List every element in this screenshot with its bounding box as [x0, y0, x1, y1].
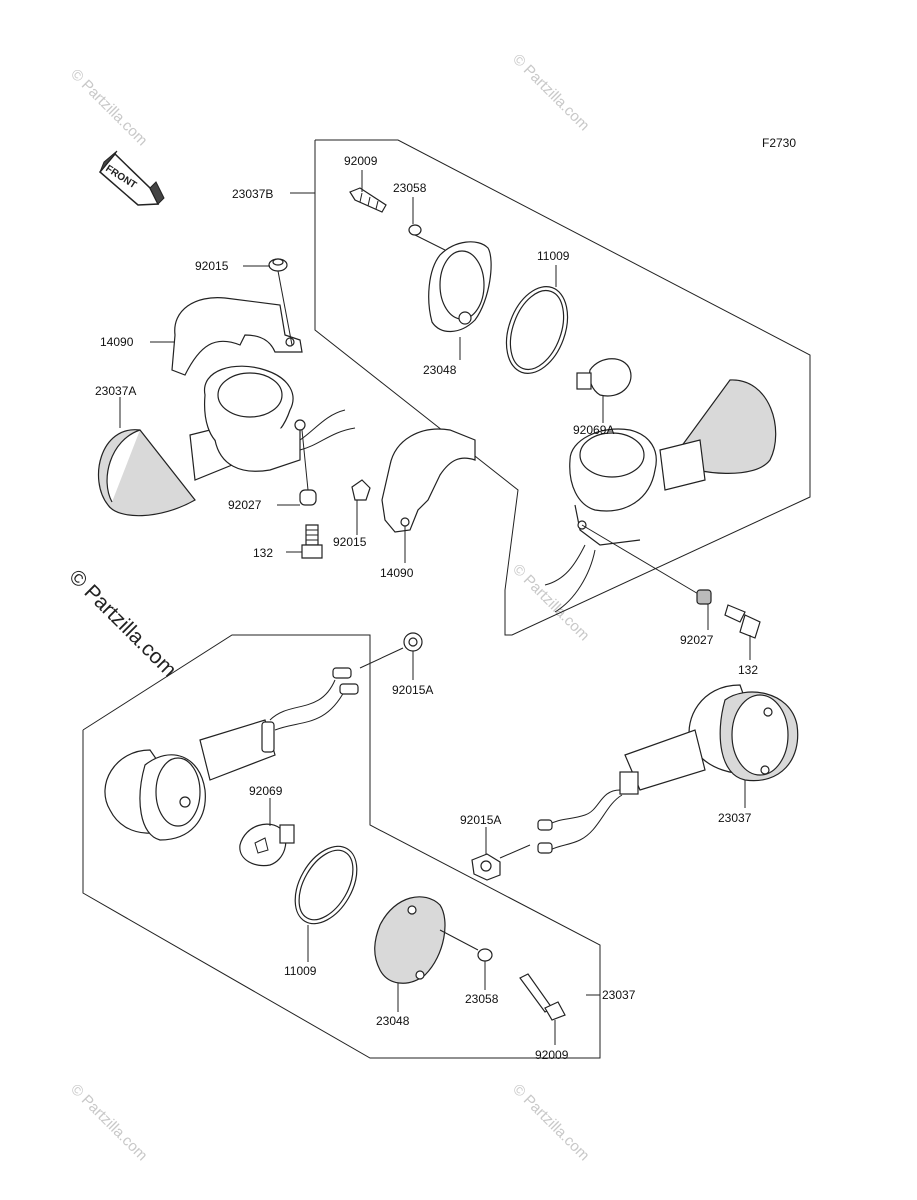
label-92027-left: 92027 — [228, 498, 262, 512]
label-92009-bottom: 92009 — [535, 1048, 569, 1062]
assembly-box-top — [314, 139, 811, 636]
label-23048-bottom: 23048 — [376, 1014, 410, 1028]
label-23037B: 23037B — [232, 187, 273, 201]
label-132-right: 132 — [738, 663, 758, 677]
label-23037A: 23037A — [95, 384, 136, 398]
assembly-box-bottom — [82, 634, 601, 1059]
label-23058-top: 23058 — [393, 181, 427, 195]
label-11009-top: 11009 — [537, 249, 570, 263]
label-92069A: 92069A — [573, 423, 614, 437]
label-14090-mid: 14090 — [380, 566, 414, 580]
watermark-2: © Partzilla.com — [509, 51, 592, 134]
leader-lines — [119, 170, 751, 1045]
label-92069: 92069 — [249, 784, 283, 798]
watermark-1: © Partzilla.com — [67, 66, 150, 149]
nut-92015-top — [268, 258, 293, 346]
bulb-92069A — [576, 358, 632, 420]
part-labels: 23037B 92009 23058 11009 92015 14090 230… — [95, 154, 758, 1062]
label-23058-bottom: 23058 — [465, 992, 499, 1006]
spacer-92027-right — [696, 589, 712, 605]
watermark-main: © Partzilla.com — [64, 565, 180, 681]
front-arrow-icon: FRONT — [98, 150, 165, 206]
bolt-92009-bottom — [519, 973, 566, 1021]
bolt-132-right — [724, 604, 761, 639]
gasket-11009-top — [505, 286, 569, 374]
nut-92015-mid — [351, 479, 371, 501]
label-92009-top: 92009 — [344, 154, 378, 168]
watermark-5: © Partzilla.com — [509, 1081, 592, 1164]
bracket-14090-mid — [381, 428, 476, 533]
label-92027-right: 92027 — [680, 633, 714, 647]
label-132-left: 132 — [253, 546, 273, 560]
watermark-group: © Partzilla.com © Partzilla.com © Partzi… — [64, 51, 592, 1164]
nut-23058-top — [408, 224, 446, 251]
lens-rim-23048-top — [428, 241, 492, 333]
spacer-92027-left — [299, 429, 317, 506]
nut-23058-bottom — [439, 929, 493, 962]
label-92015-mid: 92015 — [333, 535, 367, 549]
gasket-11009-bottom — [294, 845, 358, 925]
turn-signal-23037-bottom-left — [104, 667, 359, 841]
figure-code: F2730 — [762, 136, 796, 150]
label-92015A-top: 92015A — [392, 683, 433, 697]
turn-signal-23037-right — [537, 684, 799, 854]
label-92015A-bottom: 92015A — [460, 813, 501, 827]
label-14090-left: 14090 — [100, 335, 134, 349]
nut-92015A-top — [359, 632, 423, 669]
bolt-92009-top — [349, 187, 387, 213]
bulb-92069 — [239, 823, 295, 867]
label-23037-right: 23037 — [718, 811, 752, 825]
lens-rim-23048-bottom — [374, 896, 446, 984]
nut-92015A-bottom — [471, 844, 531, 881]
turn-signal-23037A — [97, 365, 356, 517]
turn-signal-23037B — [544, 379, 777, 613]
label-92015-top: 92015 — [195, 259, 229, 273]
label-23048-top: 23048 — [423, 363, 457, 377]
bracket-14090-left — [171, 297, 303, 376]
watermark-3: © Partzilla.com — [509, 561, 592, 644]
label-11009-bottom: 11009 — [284, 964, 317, 978]
label-23037-bottom: 23037 — [602, 988, 636, 1002]
bolt-132-left — [301, 524, 323, 559]
watermark-4: © Partzilla.com — [67, 1081, 150, 1164]
